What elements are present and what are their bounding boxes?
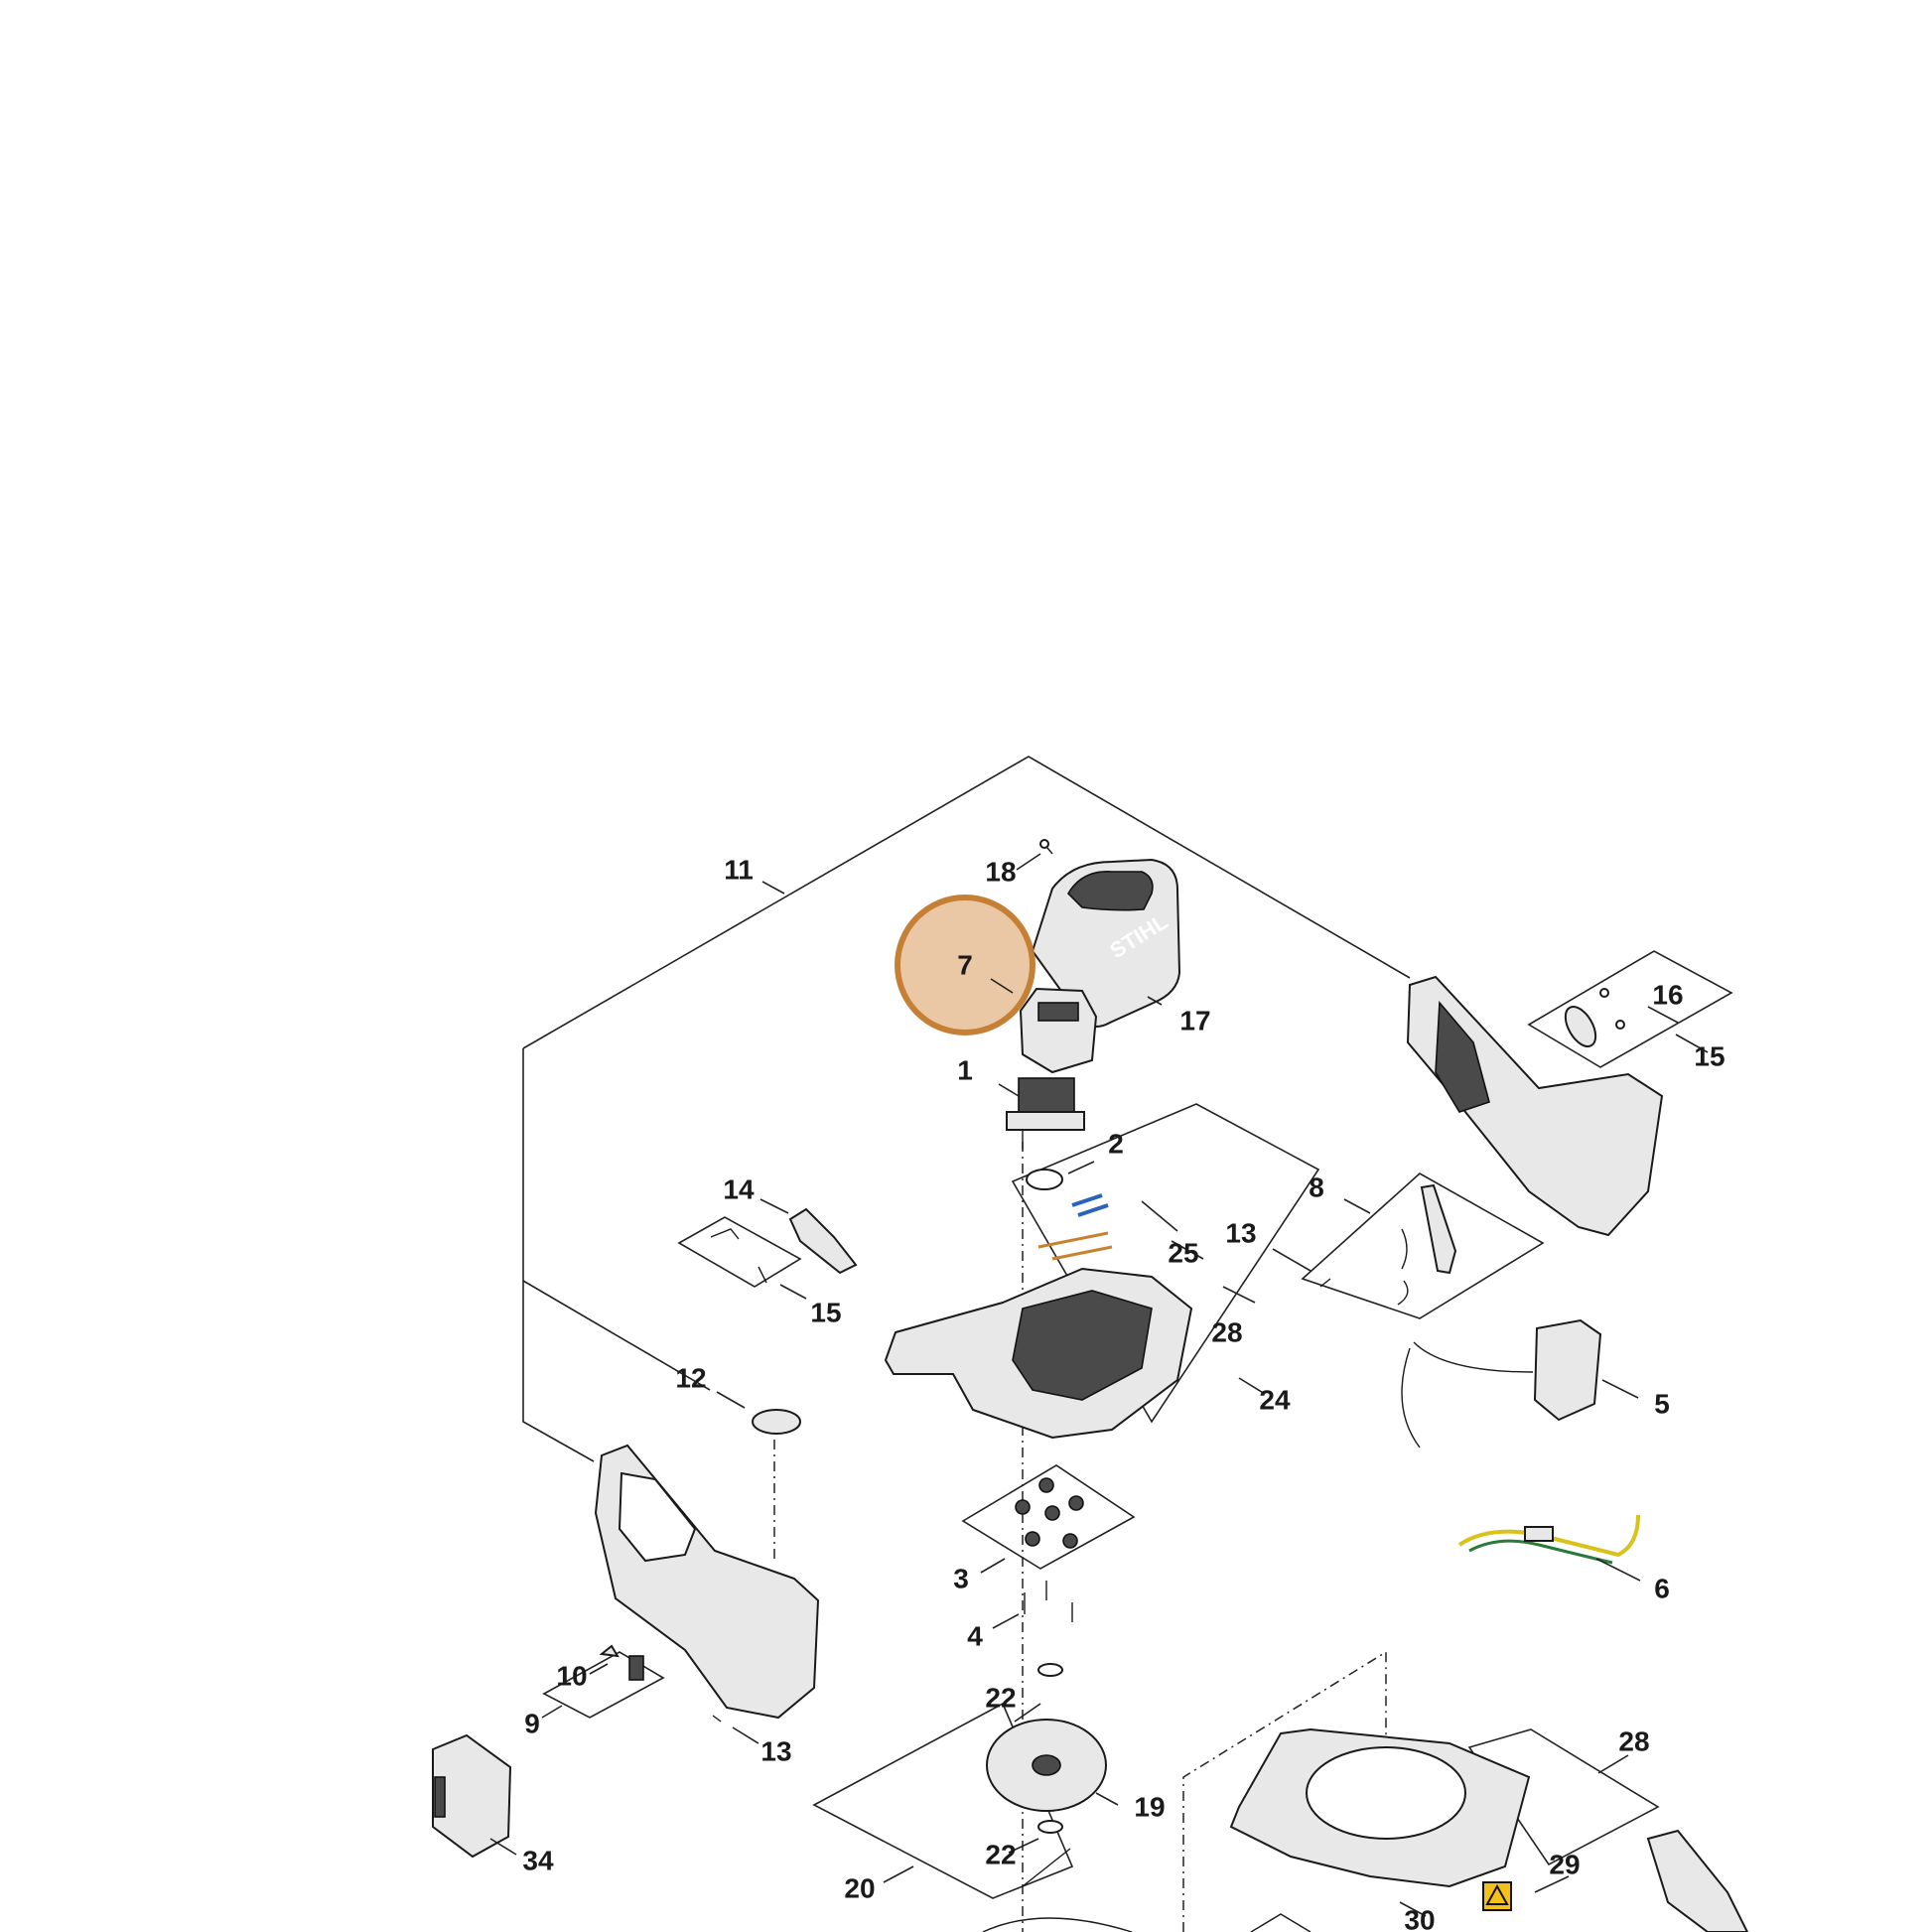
callout-23[interactable]: 24 [1259, 1384, 1291, 1415]
callout-2[interactable]: 2 [1108, 1128, 1124, 1159]
callout-labels: 11 18 7 17 1 2 25 28 24 16 15 8 13 5 6 1… [522, 854, 1725, 1932]
screw-part-13a[interactable] [1319, 1278, 1331, 1288]
switch-part-5[interactable] [1401, 1318, 1602, 1449]
callout-15[interactable]: 15 [810, 1297, 841, 1327]
callout-19[interactable]: 18 [985, 856, 1016, 887]
callout-14[interactable]: 14 [723, 1173, 755, 1204]
callout-5[interactable]: 5 [1654, 1388, 1670, 1419]
callout-21[interactable]: 20 [844, 1872, 875, 1903]
callout-10[interactable]: 10 [556, 1660, 587, 1691]
rotor-part-1[interactable] [1006, 1077, 1085, 1150]
callout-1[interactable]: 1 [957, 1054, 973, 1085]
callout-12[interactable]: 12 [675, 1362, 706, 1393]
callout-22b[interactable]: 22 [985, 1839, 1016, 1869]
warning-label-part-29[interactable] [1482, 1881, 1512, 1911]
callout-22a[interactable]: 22 [985, 1682, 1016, 1713]
callout-17[interactable]: 16 [1652, 979, 1683, 1010]
callout-34[interactable]: 34 [522, 1845, 554, 1875]
assembly-frame-11 [522, 756, 1411, 1462]
callout-3[interactable]: 3 [953, 1563, 969, 1593]
callout-30[interactable]: 30 [1404, 1904, 1435, 1932]
housing-part-28[interactable] [1229, 1727, 1531, 1888]
callout-8[interactable]: 8 [1309, 1172, 1324, 1202]
bottom-ring-part [982, 1917, 1133, 1932]
fan-part-20[interactable] [986, 1719, 1107, 1812]
bracket-part-8[interactable] [1397, 1183, 1457, 1306]
callout-28[interactable]: 28 [1618, 1725, 1649, 1756]
callout-13a[interactable]: 13 [1225, 1217, 1256, 1248]
dampers-part-3[interactable] [1015, 1477, 1084, 1549]
callout-20[interactable]: 19 [1134, 1791, 1165, 1822]
callout-11[interactable]: 11 [724, 854, 754, 885]
cable-part-6[interactable] [1457, 1514, 1640, 1565]
frame-28 [1467, 1728, 1660, 1866]
screw-part-19[interactable] [1039, 839, 1053, 855]
callout-13b[interactable]: 13 [760, 1735, 791, 1766]
callout-4[interactable]: 4 [967, 1620, 983, 1651]
bottom-small-part [1250, 1913, 1311, 1932]
frame-9 [542, 1651, 665, 1719]
callout-18[interactable]: 17 [1179, 1005, 1210, 1035]
battery-part-34[interactable] [432, 1733, 512, 1859]
callout-16[interactable]: 15 [1694, 1040, 1725, 1071]
washer-part-22b[interactable] [1037, 1820, 1063, 1834]
frame-8 [1301, 1173, 1545, 1319]
ring-part-2[interactable] [1026, 1169, 1063, 1190]
clip-part-10[interactable] [599, 1644, 644, 1681]
spring-part-15[interactable] [710, 1228, 767, 1284]
handle-housing[interactable] [594, 1444, 820, 1720]
callout-7[interactable]: 7 [957, 949, 973, 980]
frame-15 [677, 1216, 802, 1288]
leader-lines [489, 853, 1709, 1917]
frame-21 [812, 1702, 1074, 1899]
callout-29[interactable]: 29 [1549, 1849, 1580, 1879]
frame-16 [1527, 950, 1733, 1068]
callout-25[interactable]: 28 [1211, 1316, 1242, 1347]
callout-6[interactable]: 6 [1654, 1573, 1670, 1603]
knob-part-17[interactable] [1560, 988, 1625, 1051]
housing-shell-part-16[interactable] [1406, 975, 1664, 1237]
screws-part-4[interactable] [1024, 1581, 1073, 1622]
grommet-part-12[interactable] [752, 1409, 801, 1435]
small-parts-24[interactable] [1037, 1193, 1113, 1261]
motor-housing-part-7[interactable] [1019, 987, 1098, 1074]
trigger-part-14[interactable] [788, 1207, 858, 1275]
highlight-marker[interactable] [895, 895, 1035, 1035]
washer-part-22a[interactable] [1037, 1663, 1063, 1677]
callout-9[interactable]: 9 [524, 1708, 540, 1738]
bracket-part-21[interactable] [1022, 1848, 1071, 1887]
callout-24[interactable]: 25 [1168, 1237, 1198, 1268]
frame-3 [961, 1464, 1136, 1570]
tube-part[interactable] [1646, 1829, 1749, 1932]
blower-housing-part-23[interactable] [884, 1267, 1193, 1440]
cover-part-18[interactable]: STIHL [1031, 858, 1181, 1028]
screw-part-13b[interactable] [712, 1715, 722, 1723]
